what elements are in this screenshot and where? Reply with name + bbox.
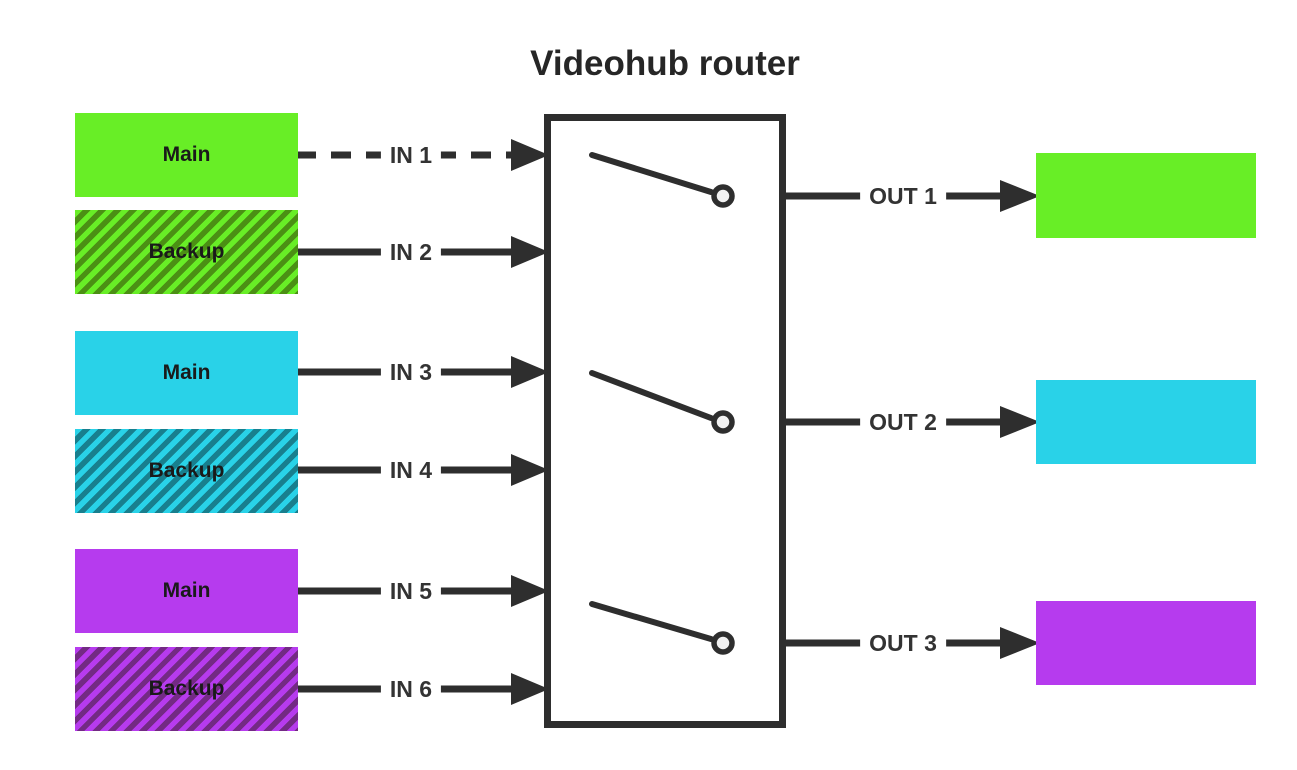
source-box-label: Main <box>162 361 211 384</box>
input-label-4: IN 4 <box>380 455 442 485</box>
router-box <box>544 114 786 728</box>
source-box-label: Backup <box>148 240 225 263</box>
source-box-label: Main <box>162 579 211 602</box>
output-box-1 <box>1036 153 1256 238</box>
input-label-2: IN 2 <box>380 237 442 267</box>
output-box-2 <box>1036 380 1256 464</box>
source-box-label: Main <box>162 143 211 166</box>
source-box-main-2: Main <box>75 331 298 415</box>
output-label-1: OUT 1 <box>860 181 946 211</box>
diagram-title: Videohub router <box>530 44 800 83</box>
source-box-label: Backup <box>148 459 225 482</box>
output-label-2: OUT 2 <box>860 407 946 437</box>
output-label-3: OUT 3 <box>860 628 946 658</box>
source-box-backup-1: Backup <box>75 210 298 294</box>
source-box-label: Backup <box>148 677 225 700</box>
source-box-backup-3: Backup <box>75 647 298 731</box>
input-label-6: IN 6 <box>380 674 442 704</box>
input-label-1: IN 1 <box>380 140 442 170</box>
output-box-3 <box>1036 601 1256 685</box>
input-label-5: IN 5 <box>380 576 442 606</box>
input-label-3: IN 3 <box>380 357 442 387</box>
source-box-main-3: Main <box>75 549 298 633</box>
source-box-main-1: Main <box>75 113 298 197</box>
source-box-backup-2: Backup <box>75 429 298 513</box>
